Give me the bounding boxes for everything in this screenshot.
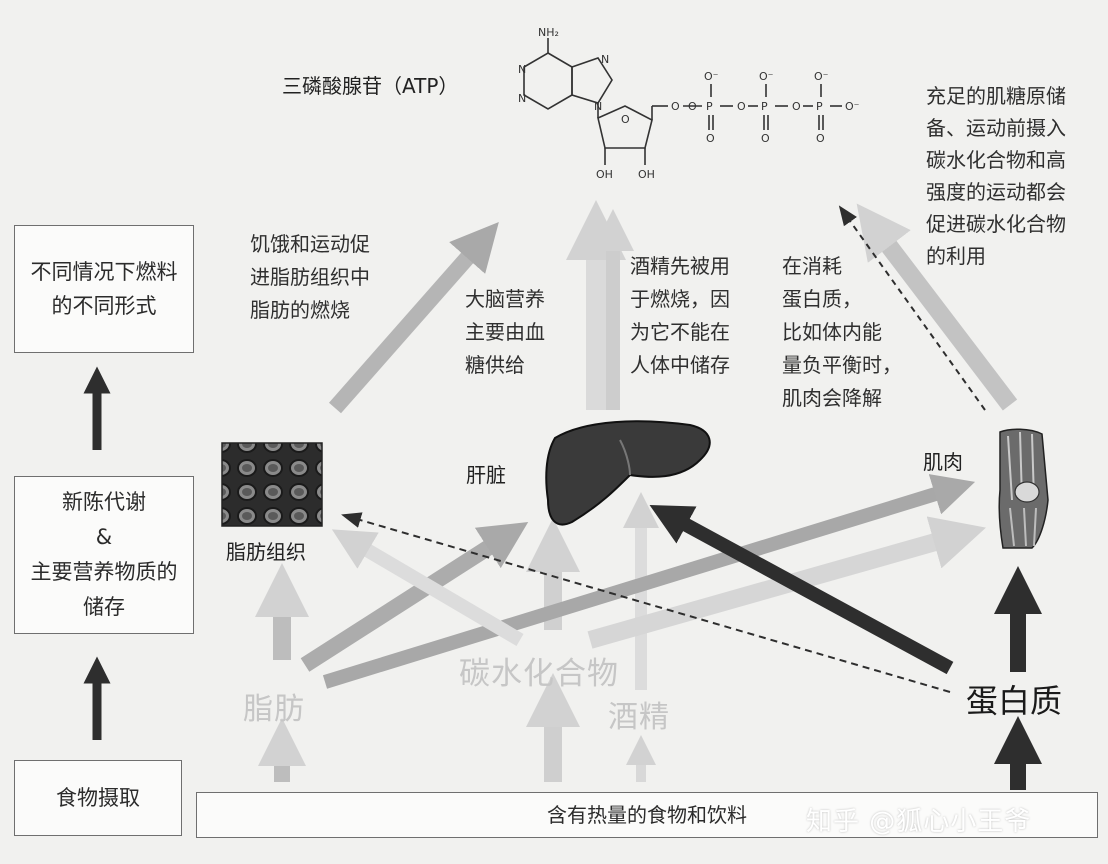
alcohol-note: 酒精先被用 于燃烧，因 为它不能在 人体中储存 <box>630 254 730 377</box>
muscle-label: 肌肉 <box>923 450 963 474</box>
svg-text:OH: OH <box>596 168 613 181</box>
arrow-fat-to-muscle <box>322 474 976 689</box>
svg-text:O⁻: O⁻ <box>845 100 860 113</box>
svg-text:O: O <box>621 113 630 126</box>
svg-text:O⁻: O⁻ <box>814 70 829 83</box>
svg-text:O⁻: O⁻ <box>759 70 774 83</box>
caloric-food-drink-bar: 含有热量的食物和饮料 <box>196 792 1098 838</box>
svg-text:N: N <box>518 63 526 76</box>
adipose-tissue-image <box>221 442 323 527</box>
svg-text:P: P <box>706 100 713 113</box>
liver-image <box>545 420 711 526</box>
svg-text:O: O <box>688 100 697 113</box>
svg-text:N: N <box>518 92 526 105</box>
fuel-forms-box: 不同情况下燃料 的不同形式 <box>14 225 194 353</box>
fat-burning-note: 饥饿和运动促 进脂肪组织中 脂肪的燃烧 <box>250 232 370 322</box>
muscle-knee-image <box>998 428 1049 549</box>
alcohol-label: 酒精 <box>608 700 670 735</box>
svg-text:O⁻: O⁻ <box>704 70 719 83</box>
metabolism-storage-box: 新陈代谢 & 主要营养物质的 储存 <box>14 476 194 634</box>
glycogen-note: 充足的肌糖原储 备、运动前摄入 碳水化合物和高 强度的运动都会 促进碳水化合物 … <box>926 84 1066 268</box>
arrow-muscle-to-atp <box>856 203 1018 411</box>
arrow-fat-to-liver <box>300 522 529 672</box>
arrow-adipose-to-atp <box>328 221 499 414</box>
food-intake-box: 食物摄取 <box>14 760 182 836</box>
svg-text:O: O <box>816 132 825 145</box>
protein-label: 蛋白质 <box>966 682 1063 720</box>
brain-glucose-note: 大脑营养 主要由血 糖供给 <box>465 287 545 377</box>
arrow-carbs-to-muscle <box>587 516 986 649</box>
atp-structure <box>523 38 842 165</box>
zhihu-watermark: 知乎 @狐心小王爷 <box>806 807 1032 837</box>
atp-labels: NH₂ N N N N O O OH OH O⁻ O⁻ O⁻ O⁻ P P P … <box>518 26 860 181</box>
svg-text:N: N <box>594 100 602 113</box>
svg-text:O: O <box>792 100 801 113</box>
svg-text:O: O <box>761 132 770 145</box>
arrow-carbs-to-adipose <box>331 529 524 647</box>
svg-text:P: P <box>761 100 768 113</box>
carbohydrate-label: 碳水化合物 <box>459 656 619 692</box>
arrow-protein-to-liver <box>649 504 954 675</box>
dashed-arrow-muscle-to-atp <box>838 205 986 411</box>
atp-title: 三磷酸腺苷（ATP） <box>282 74 459 98</box>
svg-text:P: P <box>816 100 823 113</box>
dashed-arrow-protein-to-adipose <box>341 512 951 693</box>
adipose-tissue-label: 脂肪组织 <box>226 540 306 564</box>
liver-label: 肝脏 <box>466 463 506 487</box>
muscle-protein-note: 在消耗 蛋白质， 比如体内能 量负平衡时， 肌肉会降解 <box>782 254 902 410</box>
svg-text:OH: OH <box>638 168 655 181</box>
svg-text:O: O <box>671 100 680 113</box>
svg-text:O: O <box>737 100 746 113</box>
svg-text:N: N <box>601 53 609 66</box>
svg-text:O: O <box>706 132 715 145</box>
fat-label: 脂肪 <box>243 692 305 727</box>
atp-amine-label: NH₂ <box>538 26 559 39</box>
